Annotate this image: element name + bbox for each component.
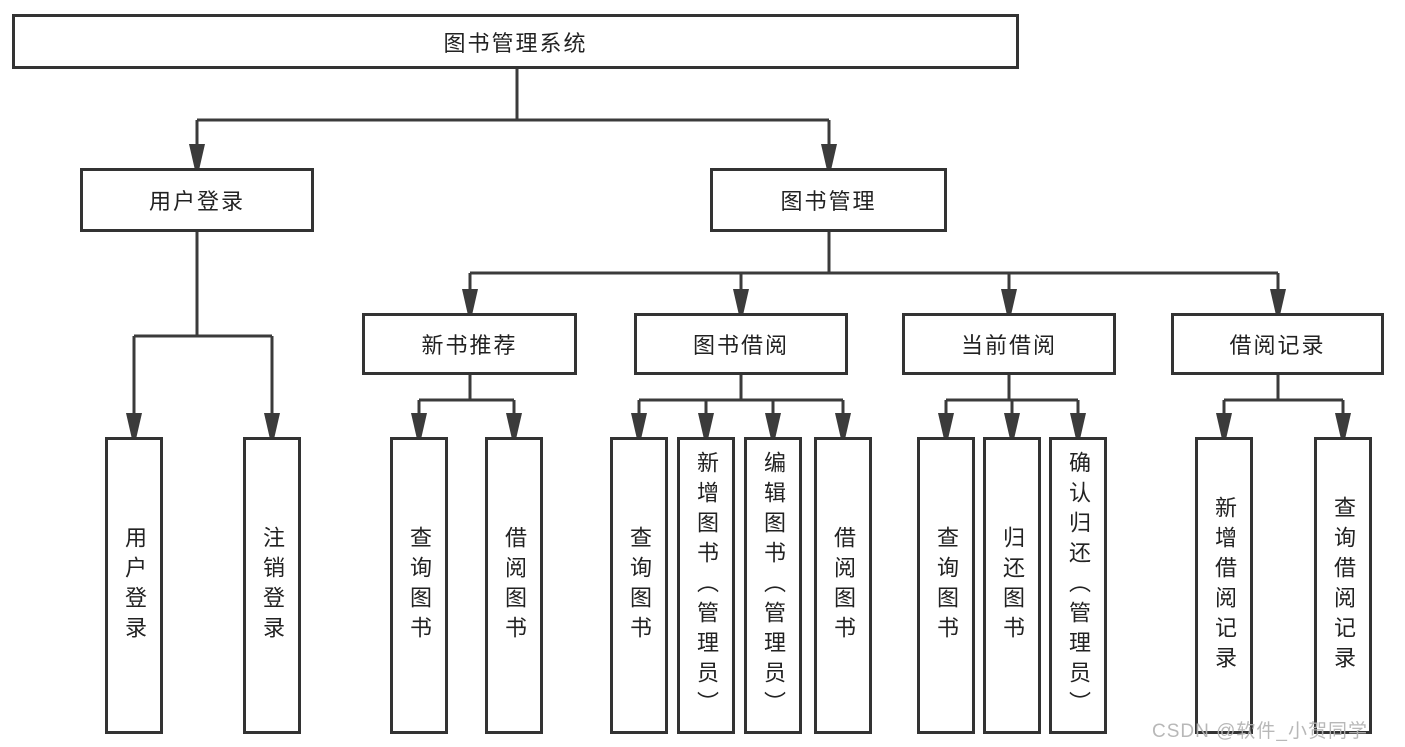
arrowheads xyxy=(126,144,1351,437)
arrowhead-icon xyxy=(1216,413,1232,437)
node-label: 归还图书 xyxy=(1000,525,1025,646)
connector-newbookrec-to-leaves xyxy=(417,375,516,417)
node-new-book-recommendation: 新书推荐 xyxy=(362,313,577,375)
arrowhead-icon xyxy=(462,289,478,313)
arrowhead-icon xyxy=(1270,289,1286,313)
node-label: 新增借阅记录 xyxy=(1212,495,1237,676)
leaf-add-borrow-record: 新增借阅记录 xyxy=(1195,437,1253,734)
node-book-management: 图书管理 xyxy=(710,168,947,232)
node-current-borrowing: 当前借阅 xyxy=(902,313,1116,375)
arrowhead-icon xyxy=(189,144,205,168)
leaf-query-books-1: 查询图书 xyxy=(390,437,448,734)
node-library-management-system: 图书管理系统 xyxy=(12,14,1019,69)
node-label: 新增图书（管理员） xyxy=(694,450,719,721)
node-label: 图书借阅 xyxy=(692,333,789,358)
leaf-query-books-3: 查询图书 xyxy=(917,437,975,734)
node-label: 借阅记录 xyxy=(1229,333,1326,358)
node-label: 注销登录 xyxy=(260,525,285,646)
leaf-logout: 注销登录 xyxy=(243,437,301,734)
node-label: 图书管理系统 xyxy=(443,30,588,56)
arrowhead-icon xyxy=(1070,413,1086,437)
connector-borrowrecord-to-leaves xyxy=(1222,375,1345,417)
leaf-return-book: 归还图书 xyxy=(983,437,1041,734)
node-label: 新书推荐 xyxy=(421,333,518,358)
arrowhead-icon xyxy=(698,413,714,437)
node-label: 确认归还（管理员） xyxy=(1066,450,1091,721)
node-label: 查询图书 xyxy=(407,525,432,646)
arrowhead-icon xyxy=(765,413,781,437)
arrowhead-icon xyxy=(835,413,851,437)
node-book-borrowing: 图书借阅 xyxy=(634,313,848,375)
node-label: 用户登录 xyxy=(122,525,147,646)
node-label: 借阅图书 xyxy=(831,525,856,646)
leaf-query-borrow-record: 查询借阅记录 xyxy=(1314,437,1372,734)
csdn-watermark: CSDN @软件_小贺同学 xyxy=(1152,721,1368,742)
leaf-query-books-2: 查询图书 xyxy=(610,437,668,734)
node-label: 查询图书 xyxy=(627,525,652,646)
connector-root-to-level2 xyxy=(195,69,831,148)
connector-bookmgmt-to-level3 xyxy=(468,232,1280,293)
node-label: 查询借阅记录 xyxy=(1331,495,1356,676)
arrowhead-icon xyxy=(1335,413,1351,437)
arrowhead-icon xyxy=(631,413,647,437)
arrowhead-icon xyxy=(506,413,522,437)
arrowhead-icon xyxy=(733,289,749,313)
leaf-user-login: 用户登录 xyxy=(105,437,163,734)
node-label: 当前借阅 xyxy=(960,333,1057,358)
connector-userlogin-to-leaves xyxy=(132,232,274,417)
arrowhead-icon xyxy=(938,413,954,437)
node-label: 编辑图书（管理员） xyxy=(761,450,786,721)
arrowhead-icon xyxy=(264,413,280,437)
node-borrowing-records: 借阅记录 xyxy=(1171,313,1384,375)
node-user-login: 用户登录 xyxy=(80,168,314,232)
leaf-borrow-books-1: 借阅图书 xyxy=(485,437,543,734)
connector-bookborrow-to-leaves xyxy=(637,375,845,417)
node-label: 用户登录 xyxy=(148,189,245,214)
leaf-edit-book-admin: 编辑图书（管理员） xyxy=(744,437,802,734)
node-label: 查询图书 xyxy=(934,525,959,646)
leaf-borrow-books-2: 借阅图书 xyxy=(814,437,872,734)
arrowhead-icon xyxy=(411,413,427,437)
node-label: 借阅图书 xyxy=(502,525,527,646)
node-label: 图书管理 xyxy=(780,189,877,214)
arrowhead-icon xyxy=(821,144,837,168)
leaf-add-book-admin: 新增图书（管理员） xyxy=(677,437,735,734)
connector-currentborrow-to-leaves xyxy=(944,375,1080,417)
arrowhead-icon xyxy=(126,413,142,437)
leaf-confirm-return-admin: 确认归还（管理员） xyxy=(1049,437,1107,734)
arrowhead-icon xyxy=(1004,413,1020,437)
arrowhead-icon xyxy=(1001,289,1017,313)
